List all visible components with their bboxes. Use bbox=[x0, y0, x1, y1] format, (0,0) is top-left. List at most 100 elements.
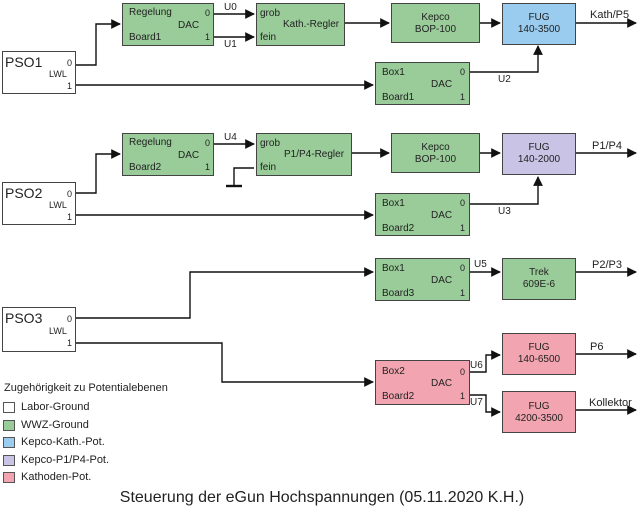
wire-pso3-box2 bbox=[76, 342, 374, 387]
box-dac: DAC bbox=[431, 275, 453, 286]
pso1-port0: 0 bbox=[67, 58, 73, 68]
legend-swatch-p1p4 bbox=[3, 455, 15, 466]
legend-swatch-wwz bbox=[3, 420, 15, 431]
box-p1: 1 bbox=[460, 223, 466, 233]
wire-u3 bbox=[470, 176, 543, 205]
wire-pso3-box1 bbox=[76, 267, 374, 319]
box-title: Box1 bbox=[382, 263, 405, 274]
kepco-2: Kepco BOP-100 bbox=[391, 133, 480, 173]
fug3-line2: 140-6500 bbox=[517, 354, 561, 365]
fug-140-6500: FUG 140-6500 bbox=[502, 333, 576, 375]
wire-u6 bbox=[470, 350, 501, 373]
fug2-line1: FUG bbox=[528, 142, 550, 153]
regelung-title: Regelung bbox=[129, 137, 172, 148]
fug-140-3500: FUG 140-3500 bbox=[502, 3, 576, 45]
diagram-caption: Steuerung der eGun Hochspannungen (05.11… bbox=[119, 489, 525, 506]
kepco-line2: BOP-100 bbox=[414, 154, 457, 165]
wire-pso2-regelung bbox=[76, 149, 121, 194]
regelung-p1: 1 bbox=[205, 32, 211, 42]
regler-name: Kath.-Regler bbox=[283, 19, 340, 30]
pso3-port1: 1 bbox=[67, 338, 73, 348]
box-board: Board3 bbox=[382, 288, 415, 299]
regler-fein: fein bbox=[260, 32, 277, 43]
box-board: Board1 bbox=[382, 92, 415, 103]
wire-u7 bbox=[470, 394, 501, 417]
output-p6: P6 bbox=[590, 341, 604, 353]
output-kollektor: Kollektor bbox=[589, 397, 632, 409]
box1-board3: Box1 DAC Board3 0 1 bbox=[375, 258, 470, 301]
kepco-1: Kepco BOP-100 bbox=[391, 3, 480, 43]
regelung-p1: 1 bbox=[205, 162, 211, 172]
fug2-line2: 140-2000 bbox=[517, 154, 561, 165]
fug3-line1: FUG bbox=[528, 342, 550, 353]
wire-fein-ground bbox=[233, 167, 254, 186]
output-p1p4: P1/P4 bbox=[592, 140, 622, 152]
wire-pso1-regelung bbox=[76, 19, 121, 66]
box1-board1: Box1 DAC Board1 0 1 bbox=[375, 62, 470, 105]
regelung-board2: Regelung DAC Board2 0 1 bbox=[122, 133, 214, 176]
pso1-name: PSO1 bbox=[5, 54, 43, 70]
fug4-line2: 4200-3500 bbox=[515, 413, 563, 424]
fug1-line1: FUG bbox=[528, 12, 550, 23]
pso3-box: PSO3 LWL 0 1 bbox=[2, 307, 76, 352]
pso3-port0: 0 bbox=[67, 314, 73, 324]
box-title: Box1 bbox=[382, 198, 405, 209]
box-board: Board2 bbox=[382, 391, 415, 402]
trek-line1: Trek bbox=[529, 267, 549, 278]
box-title: Box2 bbox=[382, 366, 405, 377]
regelung-board1: Regelung DAC Board1 0 1 bbox=[122, 3, 214, 46]
legend-swatch-kathoden bbox=[3, 472, 15, 483]
pso1-lwl: LWL bbox=[49, 69, 67, 79]
legend-item-p1p4: Kepco-P1/P4-Pot. bbox=[21, 454, 110, 466]
regler-grob: grob bbox=[260, 138, 281, 149]
p1p4-regler: grob P1/P4-Regler fein bbox=[256, 133, 352, 176]
box2-board2: Box2 DAC Board2 0 1 bbox=[375, 360, 470, 405]
regler-grob: grob bbox=[260, 8, 281, 19]
signal-u7: U7 bbox=[470, 397, 483, 408]
signal-u3: U3 bbox=[498, 206, 511, 217]
pso3-name: PSO3 bbox=[5, 310, 43, 326]
signal-u1: U1 bbox=[224, 39, 237, 50]
trek-609e-6: Trek 609E-6 bbox=[502, 258, 576, 300]
output-p2p3: P2/P3 bbox=[592, 259, 622, 271]
fug1-line2: 140-3500 bbox=[517, 24, 561, 35]
box-board: Board2 bbox=[382, 223, 415, 234]
box-p1: 1 bbox=[460, 92, 466, 102]
wire-u2 bbox=[470, 45, 543, 73]
pso2-lwl: LWL bbox=[49, 200, 67, 210]
pso2-port1: 1 bbox=[67, 212, 73, 222]
box-p0: 0 bbox=[460, 263, 466, 273]
regelung-board: Board1 bbox=[129, 32, 162, 43]
regelung-title: Regelung bbox=[129, 7, 172, 18]
box-dac: DAC bbox=[431, 378, 453, 389]
box-dac: DAC bbox=[431, 79, 453, 90]
regelung-board: Board2 bbox=[129, 162, 162, 173]
regler-fein: fein bbox=[260, 162, 277, 173]
trek-line2: 609E-6 bbox=[522, 279, 556, 290]
signal-u4: U4 bbox=[224, 132, 237, 143]
box-p0: 0 bbox=[460, 367, 466, 377]
signal-u6: U6 bbox=[470, 360, 483, 371]
legend-title: Zugehörigkeit zu Potentialebenen bbox=[4, 382, 168, 394]
legend-item-kathoden: Kathoden-Pot. bbox=[21, 471, 92, 483]
box-dac: DAC bbox=[431, 210, 453, 221]
legend-item-wwz: WWZ-Ground bbox=[21, 419, 89, 431]
signal-u0: U0 bbox=[224, 2, 237, 13]
fug-140-2000: FUG 140-2000 bbox=[502, 133, 576, 175]
regelung-p0: 0 bbox=[205, 138, 211, 148]
box-p0: 0 bbox=[460, 67, 466, 77]
box-p1: 1 bbox=[460, 391, 466, 401]
kepco-line1: Kepco bbox=[421, 12, 450, 23]
legend-item-kath: Kepco-Kath.-Pot. bbox=[21, 436, 105, 448]
regelung-p0: 0 bbox=[205, 8, 211, 18]
regler-name: P1/P4-Regler bbox=[284, 149, 345, 160]
legend-swatch-kath bbox=[3, 437, 15, 448]
pso3-lwl: LWL bbox=[49, 326, 67, 336]
pso2-port0: 0 bbox=[67, 189, 73, 199]
fug-4200-3500: FUG 4200-3500 bbox=[502, 391, 576, 433]
legend-item-labor: Labor-Ground bbox=[21, 401, 90, 413]
regelung-dac: DAC bbox=[178, 20, 200, 31]
kath-regler: grob Kath.-Regler fein bbox=[256, 3, 345, 46]
